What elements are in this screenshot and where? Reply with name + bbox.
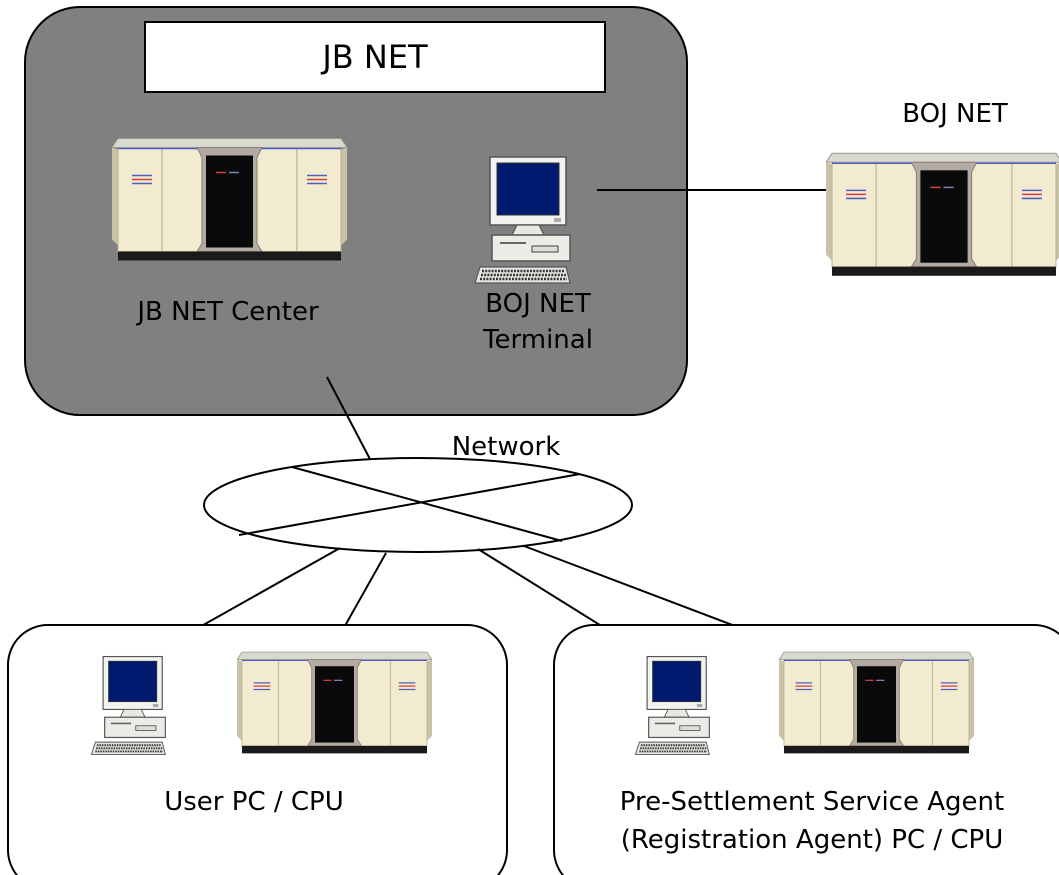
network-cross-line-1 <box>291 466 563 542</box>
agent-label-line1: Pre-Settlement Service Agent <box>620 787 1004 817</box>
network-ellipse <box>203 457 633 553</box>
user-label: User PC / CPU <box>164 787 344 817</box>
agent-label-line2: (Registration Agent) PC / CPU <box>621 825 1004 855</box>
bojnet-label: BOJ NET <box>902 99 1008 129</box>
user-cpu-mainframe-icon <box>237 651 432 755</box>
jbnet-panel <box>24 6 688 416</box>
network-label: Network <box>452 432 561 462</box>
jbnet-to-network-link <box>326 376 373 464</box>
boj-net-terminal-label-line1: BOJ NET <box>485 289 591 319</box>
bojnet-mainframe-icon <box>826 152 1059 277</box>
jbnet-title-box <box>144 21 606 93</box>
agent-cpu-mainframe-icon <box>779 651 974 755</box>
boj-net-terminal-label-line2: Terminal <box>482 325 593 355</box>
jbnet-center-label: JB NET Center <box>135 297 319 327</box>
network-cross-line-2 <box>238 473 581 536</box>
jbnet-title: JB NET <box>320 38 428 76</box>
jbnet-center-mainframe-icon <box>112 137 347 262</box>
